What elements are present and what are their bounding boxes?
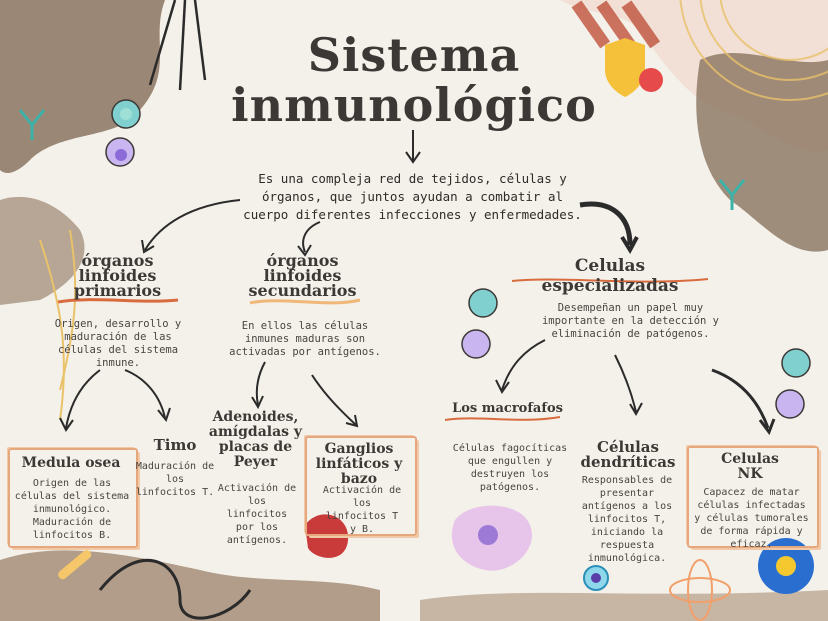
text-macrofagos: Células fagocíticas que engullen y destr…: [452, 443, 568, 493]
heading-primarios: órganos linfoides primarios: [73, 251, 162, 300]
heading-secundarios: órganos linfoides secundarios: [248, 251, 357, 300]
heading-especializadas: Celulas especializadas: [541, 256, 679, 296]
page-title-line1: Sistema: [307, 28, 521, 82]
heading-ganglios: Ganglios linfáticos y bazo: [315, 441, 403, 487]
medula-frame: [8, 448, 138, 548]
text-especializadas: Desempeñan un papel muy importante en la…: [541, 302, 719, 340]
heading-nk: Celulas NK: [721, 451, 779, 482]
text-secundarios: En ellos las células inmunes maduras son…: [229, 320, 381, 358]
text-ganglios: Activación de los linfocitos T y B.: [322, 485, 402, 535]
text-primarios: Origen, desarrollo y maduración de las c…: [54, 318, 182, 369]
text-medula: Origen de las células del sistema inmuno…: [14, 478, 130, 541]
text-timo: Maduración de los linfocitos T.: [135, 461, 215, 498]
heading-medula: Medula osea: [21, 455, 121, 471]
nk-frame: [687, 446, 819, 548]
text-adenoides: Activación de los linfocitos por los ant…: [217, 483, 297, 546]
heading-timo: Timo: [153, 436, 197, 454]
text-nk: Capacez de matar células infectadas y cé…: [694, 487, 809, 550]
heading-dendriticas: Células dendríticas: [580, 438, 676, 471]
text-dendriticas: Responsables de presentar antígenos a lo…: [581, 475, 673, 564]
page-title-line2: inmunológico: [231, 78, 597, 132]
ganglios-frame: [305, 436, 417, 536]
heading-adenoides: Adenoides, amígdalas y placas de Peyer: [208, 409, 303, 470]
intro-text: Es una compleja red de tejidos, células …: [243, 171, 582, 222]
heading-macrofagos: Los macrofafos: [452, 401, 563, 416]
